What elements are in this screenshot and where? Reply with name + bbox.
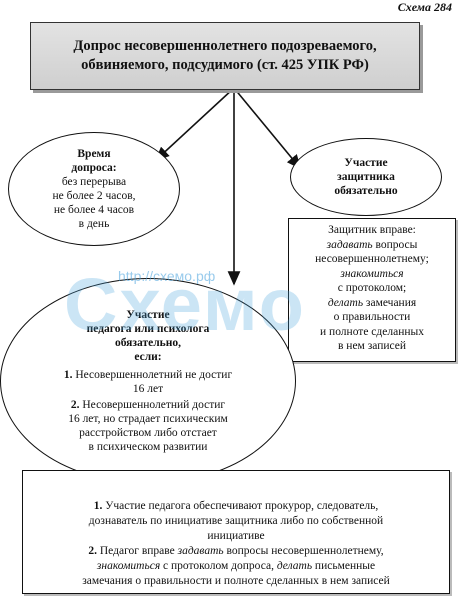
watermark-url: http://схемо.рф (118, 268, 216, 284)
lawyer-line-5: с протоколом; (337, 282, 407, 294)
time-text: без перерыва не более 2 часов, не более … (52, 176, 136, 230)
lawyer-heading: Участие защитника обязательно (334, 157, 398, 197)
bottom-paragraph-2: 2. Педагог вправе задавать вопросы несов… (82, 545, 390, 587)
lawyer-line-3: несовершеннолетнему; (315, 253, 429, 265)
teacher-item-2: 2. Несовершеннолетний достиг 16 лет, но … (68, 399, 228, 453)
lawyer-ellipse: Участие защитника обязательно (290, 138, 442, 216)
lawyer-line-4: знакомиться (340, 267, 404, 280)
lawyer-line-9: в нем записей (337, 340, 407, 352)
arrow-to-time (154, 87, 235, 162)
teacher-rights-box: 1. Участие педагога обеспечивают прокуро… (22, 470, 450, 594)
lawyer-rights-box: Защитник вправе: задавать вопросы несове… (288, 218, 456, 362)
bottom-paragraph-1: 1. Участие педагога обеспечивают прокуро… (88, 500, 384, 542)
time-heading: Время допроса: (71, 148, 117, 174)
banner-title: Допрос несовершеннолетнего подозреваемог… (73, 38, 377, 73)
lawyer-line-2: задавать вопросы (326, 238, 418, 251)
arrow-to-lawyer (233, 87, 302, 170)
lawyer-line-6: делать замечания (327, 296, 417, 309)
lawyer-line-8: и полноте сделанных (320, 325, 424, 338)
teacher-ellipse: Участие педагога или психолога обязатель… (0, 278, 296, 484)
lawyer-line-1: Защитник вправе: (328, 224, 416, 236)
lawyer-line-7: о правильности (333, 311, 411, 323)
watermark-word: Схемо (64, 263, 306, 346)
teacher-item-1: 1. Несовершеннолетний не достиг 16 лет (63, 369, 233, 395)
scheme-label: Схема 284 (397, 0, 452, 14)
title-banner: Допрос несовершеннолетнего подозреваемог… (30, 22, 420, 90)
interrogation-time-ellipse: Время допроса: без перерыва не более 2 ч… (8, 132, 180, 246)
teacher-heading: Участие педагога или психолога обязатель… (86, 309, 210, 363)
